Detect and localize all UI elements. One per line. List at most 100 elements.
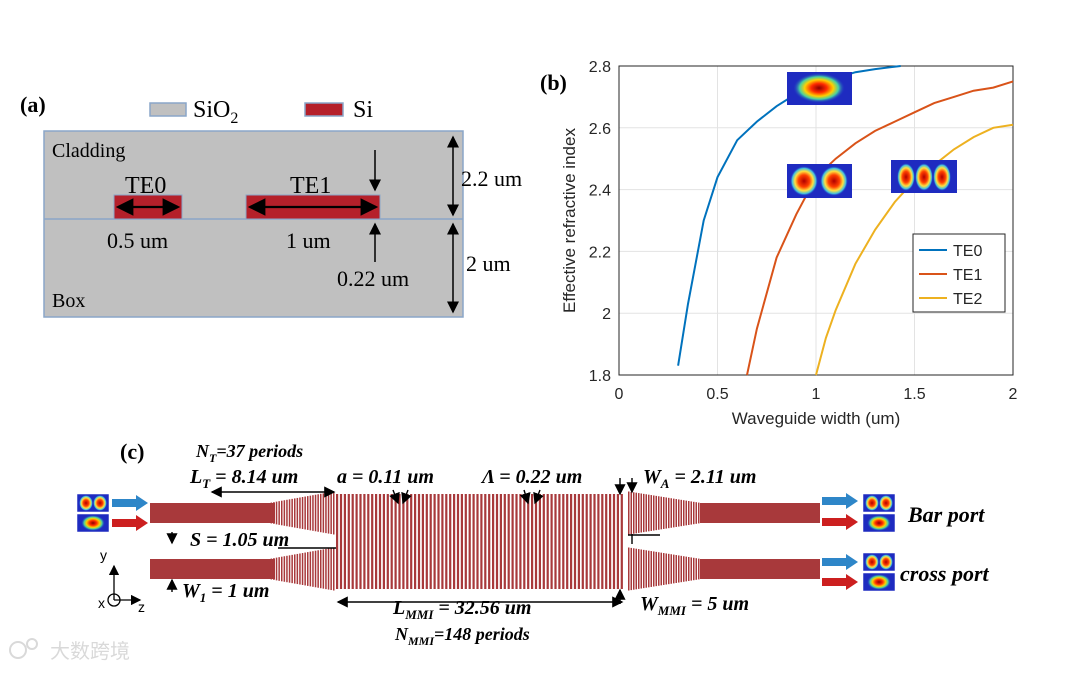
taper-tooth-bottom-right xyxy=(683,556,685,582)
taper-tooth-top-left xyxy=(320,493,322,533)
x-tick-label: 0.5 xyxy=(706,386,728,403)
taper-tooth-bottom-left xyxy=(291,554,293,584)
mmi-tooth xyxy=(398,494,401,589)
taper-tooth-bottom-right xyxy=(675,555,677,583)
taper-tooth-top-right xyxy=(633,492,635,534)
mmi-tooth xyxy=(492,494,495,589)
taper-tooth-bottom-left xyxy=(270,558,273,580)
taper-tooth-bottom-right xyxy=(690,557,692,581)
mmi-tooth xyxy=(507,494,510,589)
mmi-tooth xyxy=(511,494,514,589)
taper-tooth-bottom-left xyxy=(330,547,332,591)
mmi-tooth xyxy=(336,494,339,589)
taper-tooth-top-right xyxy=(665,497,667,529)
taper-tooth-top-left xyxy=(327,492,330,534)
mmi-tooth xyxy=(558,494,561,589)
panel-b-label: (b) xyxy=(540,70,567,95)
taper-tooth-bottom-right xyxy=(665,553,667,585)
mmi-tooth xyxy=(445,494,448,589)
cross-arrow-red xyxy=(822,574,858,590)
taper-tooth-top-right xyxy=(690,501,692,525)
coordinate-axes xyxy=(107,564,142,607)
mmi-tooth xyxy=(562,494,565,589)
bar-arrow-red xyxy=(822,514,858,530)
taper-tooth-top-right xyxy=(658,496,660,530)
a-label: a = 0.11 um xyxy=(337,466,434,488)
taper-tooth-top-right xyxy=(628,491,630,535)
taper-tooth-top-left xyxy=(333,491,335,535)
mmi-tooth xyxy=(550,494,553,589)
input-mode-te0 xyxy=(76,513,110,533)
mmi-tooth xyxy=(375,494,378,589)
panel-a: (a) SiO2 Si Cladding Box TE0 TE1 0.5 um … xyxy=(20,92,522,318)
te1-label: TE1 xyxy=(290,173,331,199)
taper-tooth-bottom-right xyxy=(695,558,697,580)
mmi-tooth xyxy=(449,494,452,589)
taper-tooth-bottom-left xyxy=(278,557,280,581)
mmi-tooth xyxy=(402,494,405,589)
w-te0-label: 0.5 um xyxy=(107,228,168,253)
output-waveguide-top xyxy=(700,503,820,523)
watermark-text: 大数跨境 xyxy=(50,640,130,663)
taper-tooth-top-left xyxy=(322,493,325,533)
mmi-tooth xyxy=(468,494,471,589)
taper-tooth-bottom-right xyxy=(660,552,662,586)
mmi-tooth xyxy=(488,494,491,589)
mmi-tooth xyxy=(495,494,499,589)
taper-tooth-top-left xyxy=(312,495,314,531)
mmi-tooth xyxy=(460,494,463,589)
x-tick-label: 2 xyxy=(1009,386,1018,403)
taper-tooth-top-left xyxy=(325,492,327,534)
mmi-tooth xyxy=(519,494,522,589)
mmi-tooth xyxy=(437,494,440,589)
taper-tooth-top-right xyxy=(683,500,685,526)
mode-inset-te1 xyxy=(787,164,852,198)
taper-tooth-bottom-left xyxy=(281,556,283,582)
taper-tooth-bottom-right xyxy=(670,554,672,584)
panel-c-label: (c) xyxy=(120,439,144,464)
mmi-tooth xyxy=(546,494,549,589)
mmi-tooth xyxy=(367,494,370,589)
taper-tooth-bottom-left xyxy=(309,551,312,587)
mmi-tooth xyxy=(414,494,417,589)
mmi-tooth xyxy=(456,494,460,589)
taper-tooth-top-right xyxy=(700,503,702,523)
taper-tooth-top-right xyxy=(640,493,642,533)
taper-tooth-top-left xyxy=(330,491,332,535)
legend-si-swatch xyxy=(304,102,344,117)
taper-tooth-top-left xyxy=(294,498,296,528)
taper-tooth-bottom-right xyxy=(643,549,645,589)
mmi-tooth xyxy=(355,494,358,589)
taper-tooth-bottom-left xyxy=(333,547,335,591)
w-te1-label: 1 um xyxy=(286,228,331,253)
mmi-tooth xyxy=(484,494,487,589)
taper-tooth-top-right xyxy=(668,497,670,529)
taper-tooth-bottom-left xyxy=(288,555,291,583)
axis-y-label: y xyxy=(100,547,107,563)
taper-tooth-bottom-right xyxy=(655,551,657,587)
taper-tooth-bottom-left xyxy=(296,553,299,585)
taper-tooth-bottom-right xyxy=(638,549,640,589)
taper-tooth-top-right xyxy=(698,502,700,524)
taper-tooth-top-right xyxy=(695,502,697,524)
taper-tooth-bottom-left xyxy=(301,553,304,585)
taper-tooth-top-right xyxy=(678,499,680,527)
mmi-tooth xyxy=(472,494,475,589)
cladding-label: Cladding xyxy=(52,140,125,162)
taper-tooth-bottom-right xyxy=(658,552,660,586)
legend-si: Si xyxy=(353,97,373,123)
cross-section xyxy=(43,130,464,318)
a-marker-left xyxy=(389,489,400,505)
mmi-tooth xyxy=(515,494,518,589)
taper-tooth-top-left xyxy=(283,500,286,526)
mmi-tooth xyxy=(581,494,584,589)
taper-tooth-top-left xyxy=(314,494,317,532)
taper-tooth-bottom-left xyxy=(304,552,306,586)
taper-tooth-top-left xyxy=(281,500,283,526)
mmi-tooth xyxy=(339,494,343,589)
legend-sio2: SiO2 xyxy=(193,97,238,127)
taper-tooth-top-right xyxy=(693,501,695,525)
mmi-tooth xyxy=(371,494,374,589)
taper-tooth-top-right xyxy=(653,495,655,531)
